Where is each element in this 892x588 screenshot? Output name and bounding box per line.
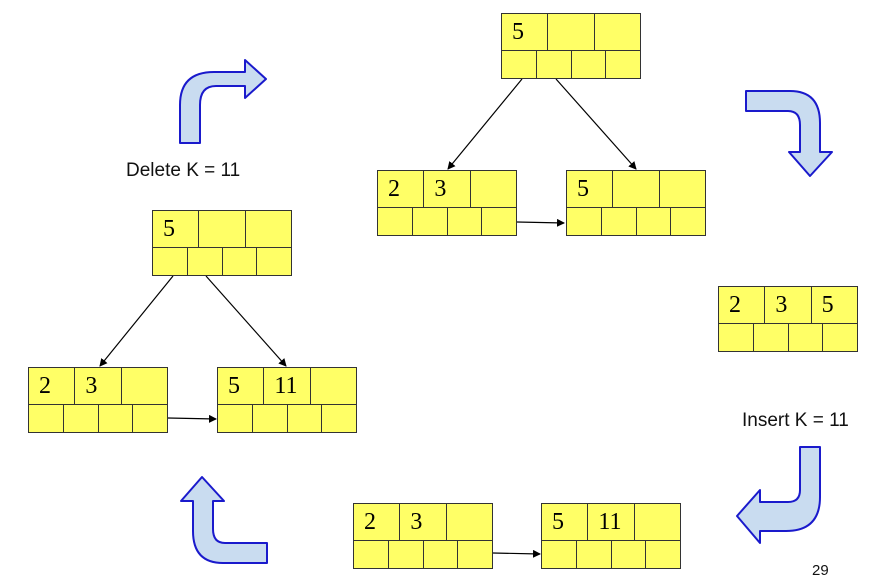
leaf-link-left-tree xyxy=(167,414,217,423)
key: 3 xyxy=(75,368,122,404)
leaf-link-top xyxy=(516,218,565,227)
curved-arrow-down-left-icon xyxy=(736,446,821,544)
key xyxy=(447,504,492,540)
key: 5 xyxy=(821,292,834,318)
key: 3 xyxy=(424,171,471,207)
key: 11 xyxy=(588,504,635,540)
insert-caption: Insert K = 11 xyxy=(742,410,849,431)
key xyxy=(548,14,595,50)
top-tree-root-node: 5 xyxy=(501,13,641,79)
key: 3 xyxy=(765,287,812,323)
key xyxy=(660,171,705,207)
curved-arrow-up-right-icon xyxy=(179,59,267,144)
edge-top-root-right xyxy=(555,78,637,170)
key: 5 xyxy=(153,211,200,247)
curved-arrow-down-right-icon xyxy=(745,90,833,177)
left-tree-root-node: 5 xyxy=(152,210,292,276)
page-number: 29 xyxy=(812,562,829,579)
leaf-link-bottom xyxy=(492,549,541,558)
key: 5 xyxy=(502,14,549,50)
key: 5 xyxy=(542,504,589,540)
key xyxy=(122,368,167,404)
key xyxy=(595,14,640,50)
key: 5 xyxy=(218,368,265,404)
edge-top-root-left xyxy=(447,78,523,170)
key xyxy=(471,171,516,207)
key: 3 xyxy=(400,504,447,540)
key xyxy=(635,504,680,540)
key: 2 xyxy=(719,287,766,323)
top-tree-right-leaf: 5 xyxy=(566,170,706,236)
key xyxy=(246,211,291,247)
edge-left-root-left xyxy=(99,275,174,367)
key: 2 xyxy=(29,368,76,404)
key: 2 xyxy=(378,171,425,207)
key xyxy=(311,368,356,404)
key: 2 xyxy=(354,504,401,540)
curved-arrow-up-left-icon xyxy=(180,476,268,564)
delete-caption: Delete K = 11 xyxy=(126,160,241,181)
key: 11 xyxy=(264,368,311,404)
edge-left-root-right xyxy=(205,275,287,367)
key xyxy=(199,211,246,247)
key: 5 xyxy=(567,171,614,207)
key xyxy=(613,171,660,207)
